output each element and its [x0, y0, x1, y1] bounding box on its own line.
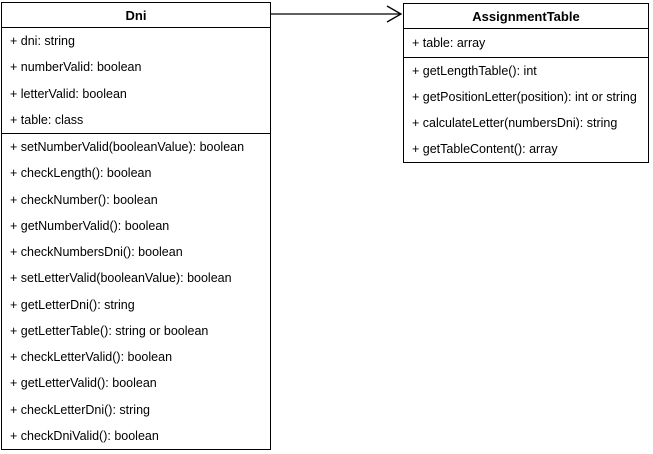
method-item: + checkLetterValid(): boolean: [10, 350, 173, 365]
method-item: + checkNumbersDni(): boolean: [10, 245, 183, 260]
method-item: + setNumberValid(booleanValue): boolean: [10, 140, 245, 155]
association-arrow[interactable]: [271, 0, 403, 30]
method-item: + checkLength(): boolean: [10, 166, 152, 181]
class-box-dni[interactable]: Dni + dni: string + numberValid: boolean…: [1, 2, 271, 450]
method-item: + setLetterValid(booleanValue): boolean: [10, 271, 232, 286]
method-item: + getLetterDni(): string: [10, 297, 135, 312]
method-item: + calculateLetter(numbersDni): string: [412, 116, 618, 130]
attributes-section-dni: + dni: string + numberValid: boolean + l…: [2, 28, 270, 134]
class-title-dni: Dni: [2, 3, 270, 28]
class-box-assignment-table[interactable]: AssignmentTable + table: array + getLeng…: [403, 3, 649, 163]
method-item: + getPositionLetter(position): int or st…: [412, 90, 637, 104]
method-item: + checkLetterDni(): string: [10, 402, 150, 417]
attribute-item: + table: array: [412, 36, 486, 50]
method-item: + getLetterValid(): boolean: [10, 376, 157, 391]
method-item: + getLengthTable(): int: [412, 64, 537, 78]
methods-section-assignment-table: + getLengthTable(): int + getPositionLet…: [404, 58, 648, 162]
method-item: + getNumberValid(): boolean: [10, 218, 170, 233]
class-title-assignment-table: AssignmentTable: [404, 4, 648, 29]
attribute-item: + numberValid: boolean: [10, 60, 142, 75]
attribute-item: + letterValid: boolean: [10, 86, 127, 101]
method-item: + getLetterTable(): string or boolean: [10, 323, 209, 338]
methods-section-dni: + setNumberValid(booleanValue): boolean …: [2, 134, 270, 449]
attribute-item: + table: class: [10, 112, 84, 127]
method-item: + getTableContent(): array: [412, 142, 558, 156]
attribute-item: + dni: string: [10, 34, 75, 49]
method-item: + checkDniValid(): boolean: [10, 428, 159, 443]
method-item: + checkNumber(): boolean: [10, 192, 158, 207]
attributes-section-assignment-table: + table: array: [404, 29, 648, 58]
